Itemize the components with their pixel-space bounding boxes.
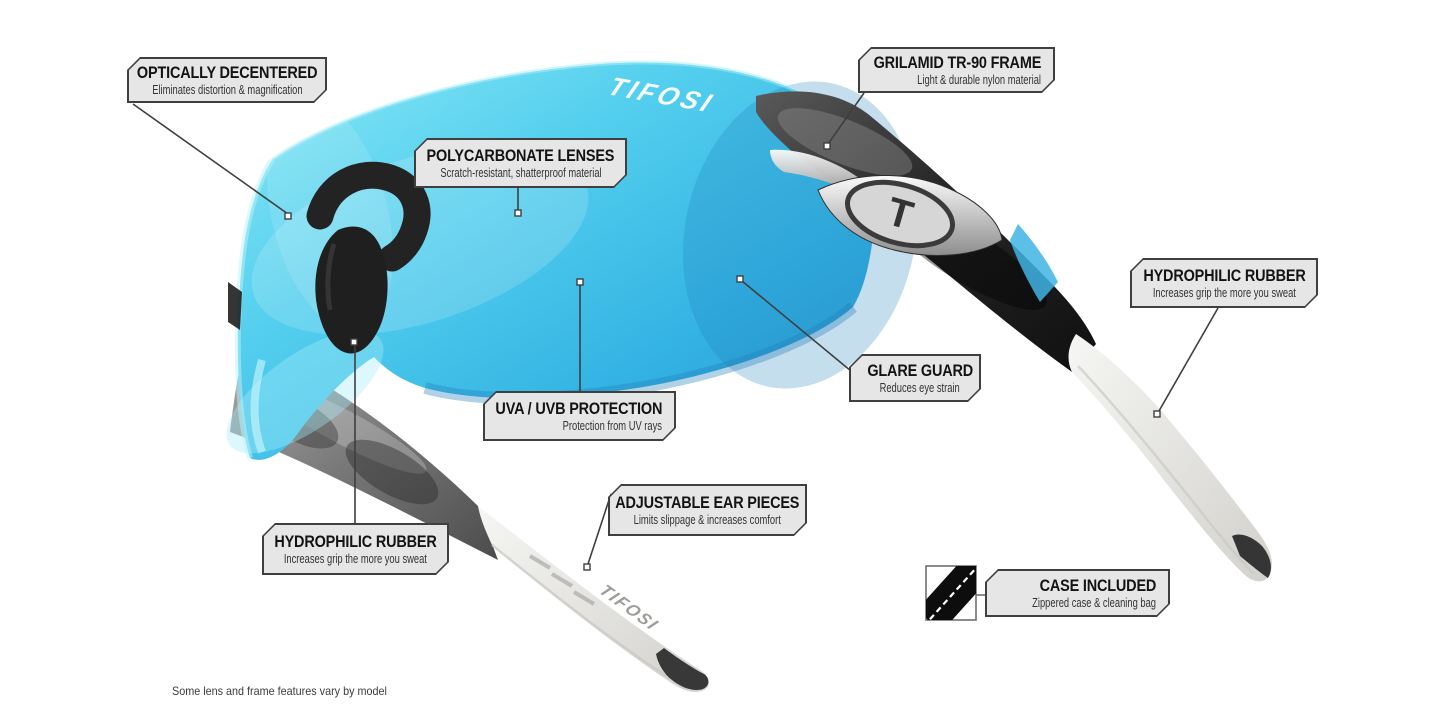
callout-grilamid-frame: GRILAMID TR-90 FRAME Light & durable nyl… <box>858 47 1055 93</box>
callout-title: HYDROPHILIC RUBBER <box>1142 266 1306 285</box>
callout-subtitle: Increases grip the more you sweat <box>1152 285 1296 300</box>
callout-optically-decentered: OPTICALLY DECENTERED Eliminates distorti… <box>127 57 327 103</box>
left-temple-tip <box>656 648 709 690</box>
t-logo-oval <box>844 179 956 249</box>
callout-title: GRILAMID TR-90 FRAME <box>873 53 1042 72</box>
callout-case-included: CASE INCLUDED Zippered case & cleaning b… <box>985 569 1170 617</box>
nose-bridge-rubber <box>306 161 431 272</box>
callout-hydrophilic-rubber-left: HYDROPHILIC RUBBER Increases grip the mo… <box>262 523 449 575</box>
callout-adjustable-ear-pieces: ADJUSTABLE EAR PIECES Limits slippage & … <box>608 484 807 536</box>
callout-title: OPTICALLY DECENTERED <box>136 63 318 82</box>
callout-subtitle: Zippered case & cleaning bag <box>1032 595 1157 610</box>
right-temple-tip <box>1232 534 1271 578</box>
callout-title: CASE INCLUDED <box>1039 576 1157 595</box>
nose-piece <box>306 161 431 354</box>
right-temple-arm: T <box>756 91 1272 582</box>
callout-subtitle: Light & durable nylon material <box>917 72 1042 87</box>
callout-subtitle: Protection from UV rays <box>563 418 663 433</box>
callout-subtitle: Increases grip the more you sweat <box>283 551 428 566</box>
callout-subtitle: Eliminates distortion & magnification <box>151 82 303 97</box>
callout-polycarbonate-lenses: POLYCARBONATE LENSES Scratch-resistant, … <box>414 138 627 188</box>
lens-edge-behind-temple <box>1010 224 1058 302</box>
callout-title: HYDROPHILIC RUBBER <box>274 532 437 551</box>
lens-edge-notch <box>228 282 242 330</box>
callout-subtitle: Limits slippage & increases comfort <box>633 512 782 527</box>
callout-subtitle: Scratch-resistant, shatterproof material <box>439 165 602 180</box>
right-ear-piece-sleeve <box>1068 334 1272 582</box>
callout-title: UVA / UVB PROTECTION <box>495 399 663 418</box>
callout-title: GLARE GUARD <box>867 361 973 380</box>
callout-title: ADJUSTABLE EAR PIECES <box>615 493 800 512</box>
callout-uva-uvb-protection: UVA / UVB PROTECTION Protection from UV … <box>483 391 676 441</box>
callout-subtitle: Reduces eye strain <box>879 380 961 395</box>
callout-hydrophilic-rubber-right: HYDROPHILIC RUBBER Increases grip the mo… <box>1130 258 1318 308</box>
callout-glare-guard: GLARE GUARD Reduces eye strain <box>849 354 981 402</box>
callout-title: POLYCARBONATE LENSES <box>426 146 615 165</box>
footnote-text: Some lens and frame features vary by mod… <box>172 684 387 698</box>
nose-pad <box>315 226 388 354</box>
